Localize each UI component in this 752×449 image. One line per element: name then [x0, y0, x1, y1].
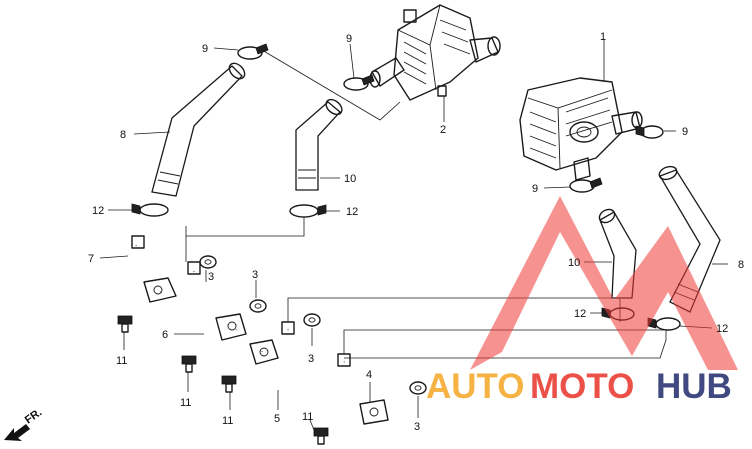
callout-12-b: 12	[346, 206, 358, 218]
air-valve-assembly-upper	[369, 4, 501, 101]
callout-4: 4	[366, 369, 372, 381]
callout-11-b: 11	[180, 397, 191, 409]
watermark-word-auto: AUTO	[426, 367, 525, 406]
watermark-wordmark: AUTO MOTO HUB	[426, 367, 732, 406]
callout-12-d: 12	[716, 323, 728, 335]
callout-9-b: 9	[346, 33, 352, 45]
callout-7: 7	[88, 253, 94, 265]
callout-5: 5	[274, 413, 280, 425]
air-pipe-6	[187, 261, 247, 342]
callout-6: 6	[162, 329, 168, 341]
hose-10-center	[295, 98, 343, 191]
callout-9-a: 9	[202, 43, 208, 55]
callout-12-a: 12	[92, 205, 104, 217]
callout-9-c: 9	[682, 126, 688, 138]
watermark-triangle-mark	[470, 196, 738, 370]
flange-bolts	[117, 315, 329, 445]
air-pipe-7	[122, 235, 177, 306]
sealing-washers	[199, 255, 427, 395]
callout-8-b: 8	[738, 259, 744, 271]
callout-3-c: 3	[308, 353, 314, 365]
front-direction-indicator: FR.	[4, 406, 44, 441]
watermark-word-hub: HUB	[656, 367, 732, 406]
callout-9-d: 9	[532, 183, 538, 195]
callout-8-a: 8	[120, 129, 126, 141]
hose-8-left	[151, 62, 246, 197]
callout-10-a: 10	[344, 173, 356, 185]
front-direction-label: FR.	[23, 406, 44, 426]
callout-2: 2	[440, 124, 446, 136]
callout-3-d: 3	[414, 421, 420, 433]
callout-3-b: 3	[208, 271, 214, 283]
callout-numbers: 1 2 3 3 3 3 4 5 6 7 8 8 9 9 9 9 10 10 11…	[88, 31, 744, 433]
front-direction-arrow-icon	[4, 424, 30, 441]
callout-11-a: 11	[116, 355, 127, 367]
callout-10-b: 10	[568, 257, 580, 269]
callout-11-c: 11	[222, 415, 233, 427]
callout-1: 1	[600, 31, 606, 43]
watermark-word-moto: MOTO	[530, 367, 634, 406]
air-pipe-5	[249, 321, 295, 392]
callout-11-d: 11	[302, 411, 313, 423]
callout-12-c: 12	[574, 308, 586, 320]
air-pipe-4	[324, 353, 389, 425]
air-valve-assembly-right	[519, 77, 643, 181]
watermark-logo	[470, 196, 738, 370]
callout-3-a: 3	[252, 269, 258, 281]
